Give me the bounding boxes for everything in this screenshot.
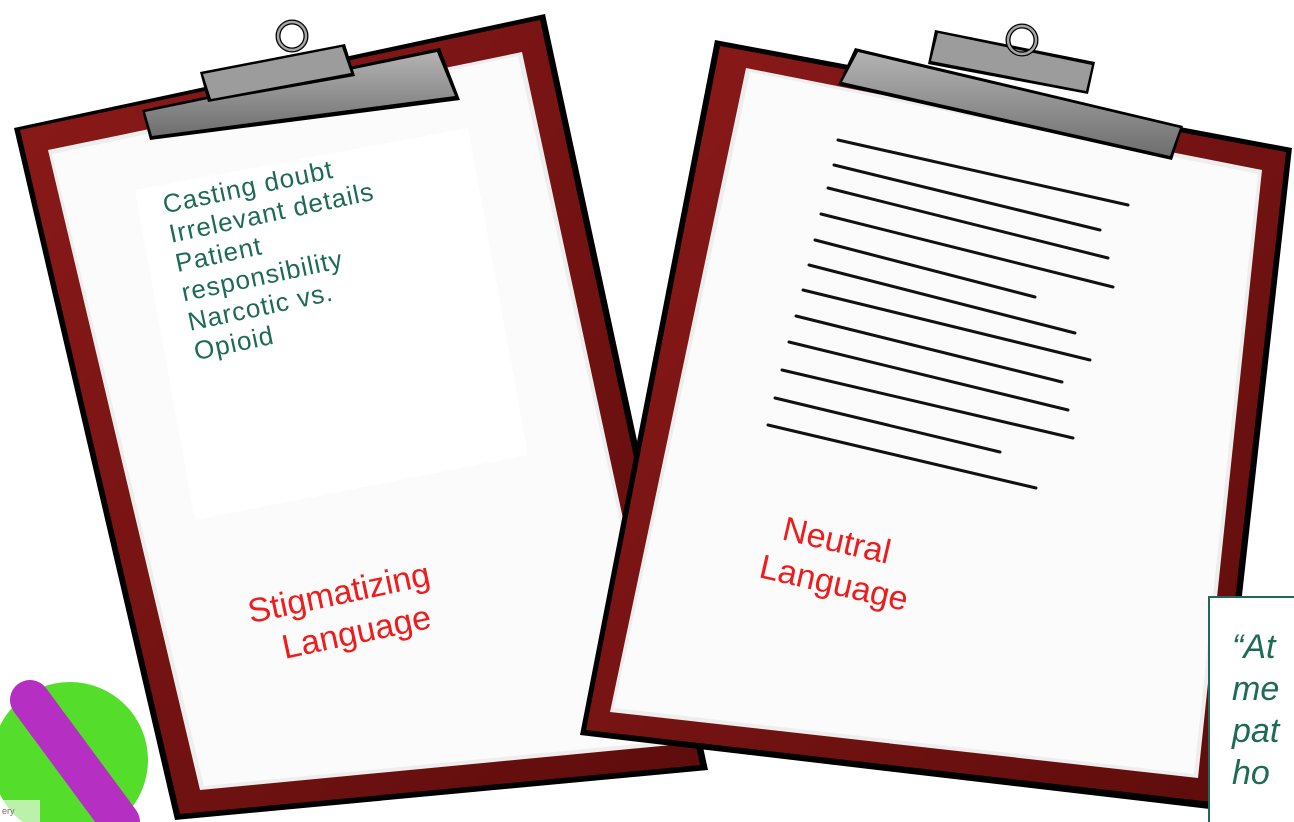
quote-box: “At me pat ho xyxy=(1208,596,1294,822)
placeholder-text-lines xyxy=(766,138,1130,490)
left-clip xyxy=(142,19,460,140)
quote-line: me xyxy=(1232,670,1280,708)
quote-line: ho xyxy=(1232,754,1270,792)
organization-logo xyxy=(0,680,148,822)
quote-line: “At xyxy=(1232,628,1276,666)
logo-caption: ery xyxy=(2,806,15,816)
quote-line: pat xyxy=(1232,712,1280,750)
right-clipboard xyxy=(580,23,1292,810)
right-clip xyxy=(838,23,1183,160)
left-clipboard xyxy=(14,14,708,820)
